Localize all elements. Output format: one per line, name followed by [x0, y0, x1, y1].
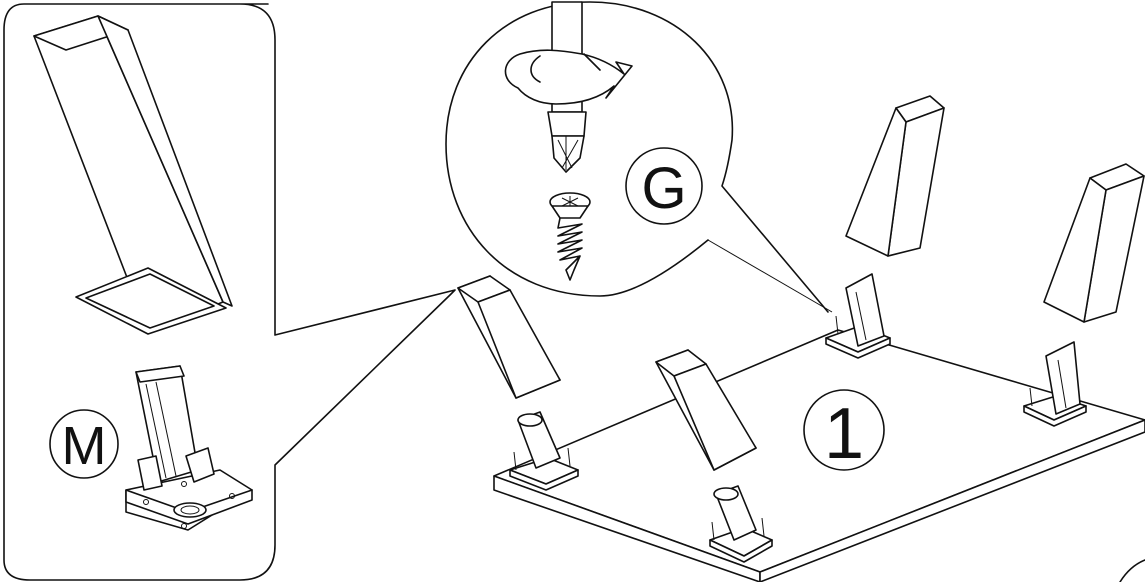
rotate-arrow-icon	[505, 50, 632, 104]
bracket-back-right	[1024, 342, 1086, 426]
leg-back-middle	[846, 96, 944, 256]
screw-icon	[550, 193, 590, 280]
leg-detail-callout: M	[4, 4, 455, 580]
leg-detail	[34, 16, 232, 334]
leg-back-right	[1044, 164, 1144, 322]
edge-mark	[1120, 560, 1145, 582]
step-number: 1	[824, 394, 864, 474]
leg-left	[458, 276, 560, 398]
screw-callout-frame	[446, 2, 828, 312]
label-m: M	[62, 416, 107, 476]
bracket-detail	[126, 366, 252, 530]
label-g: G	[641, 156, 686, 221]
screw-detail-callout: G	[446, 2, 832, 312]
bracket-back-middle	[826, 274, 890, 358]
